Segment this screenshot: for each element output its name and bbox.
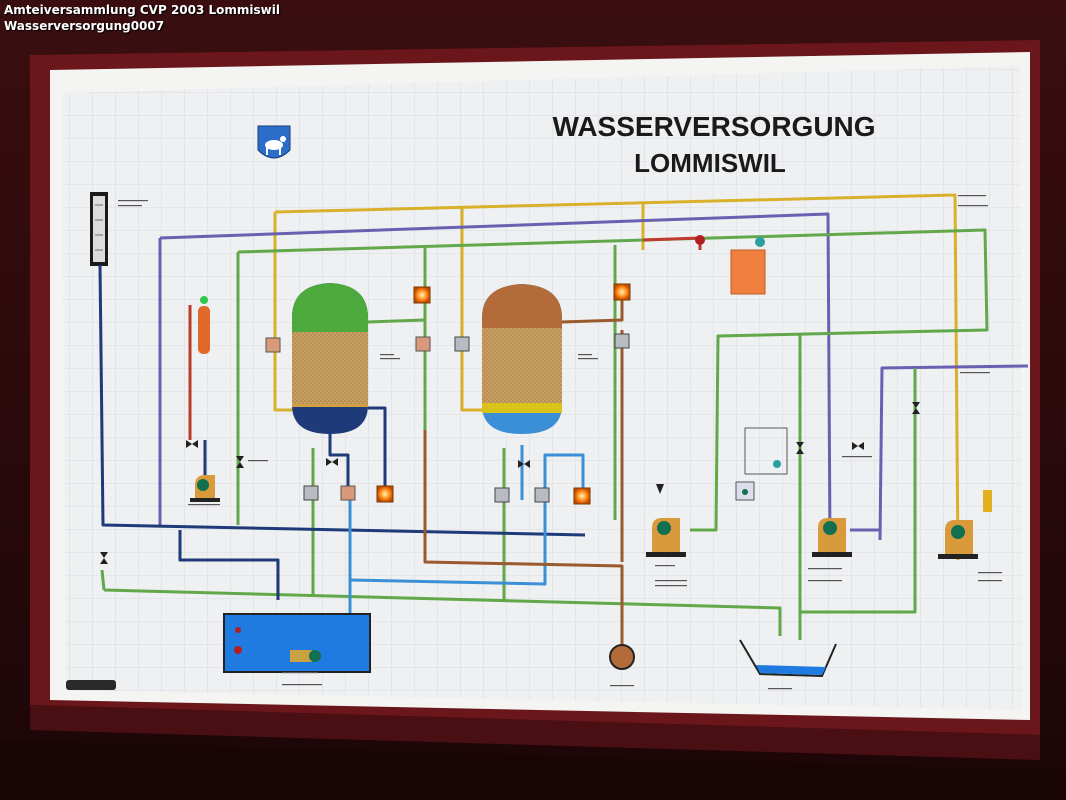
filter-tank-2 xyxy=(482,284,562,434)
pump-3-icon xyxy=(938,490,992,559)
photo-caption-filename: Wasserversorgung0007 xyxy=(4,19,165,33)
basin-icon xyxy=(739,639,837,678)
control-box xyxy=(735,427,788,501)
indicator-lamps xyxy=(265,283,631,505)
board-title-line1: WASSERVERSORGUNG xyxy=(552,111,875,142)
coat-of-arms-icon xyxy=(257,125,291,159)
fine-print xyxy=(118,195,1002,690)
reservoir-tank xyxy=(223,613,371,673)
valve-boxes xyxy=(303,333,630,503)
chlorine-tank-icon xyxy=(198,296,210,354)
board-title-line2: LOMMISWIL xyxy=(634,148,786,178)
drain-shaft-icon xyxy=(609,644,635,670)
valve-symbols xyxy=(100,402,920,564)
dosing-tank-icon xyxy=(695,235,766,295)
booster-pump-icon xyxy=(190,475,220,502)
level-gauge-icon xyxy=(90,192,108,266)
pump-1-icon xyxy=(646,518,686,557)
ledge-object xyxy=(66,680,116,690)
photo-caption-title: Amteiversammlung CVP 2003 Lommiswil xyxy=(4,3,280,17)
pump-2-icon xyxy=(812,518,852,557)
schematic-board: WASSERVERSORGUNG LOMMISWIL xyxy=(62,66,1029,710)
filter-tank-1 xyxy=(292,283,368,434)
